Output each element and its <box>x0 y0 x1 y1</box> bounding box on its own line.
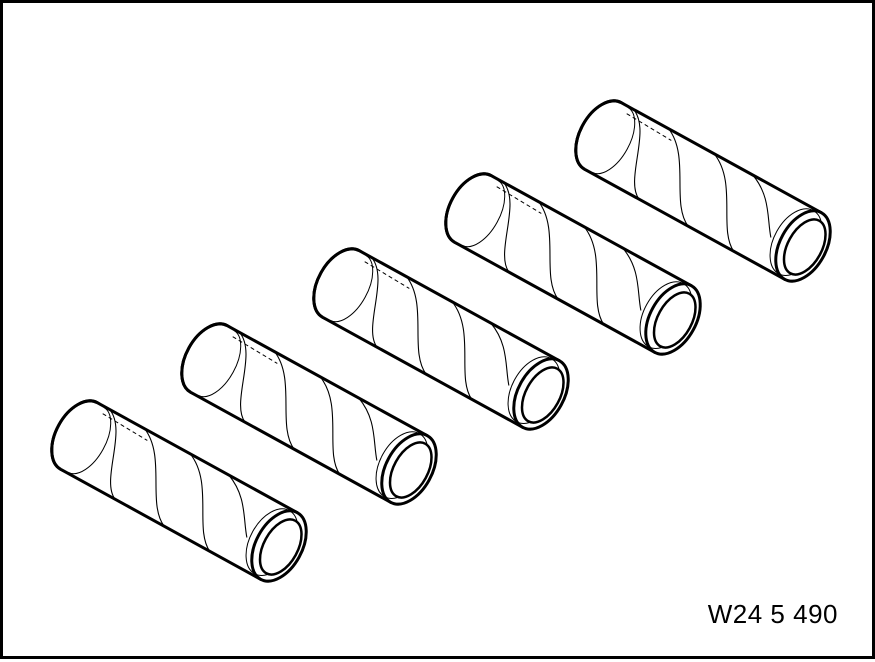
figure-reference-code: W24 5 490 <box>707 599 838 629</box>
sleeves-illustration <box>50 99 832 583</box>
sleeve-icon <box>50 399 308 583</box>
sleeve-icon <box>444 172 702 356</box>
sleeve-icon <box>180 322 438 506</box>
sleeve-icon <box>312 247 570 431</box>
sleeve-icon <box>574 99 832 283</box>
